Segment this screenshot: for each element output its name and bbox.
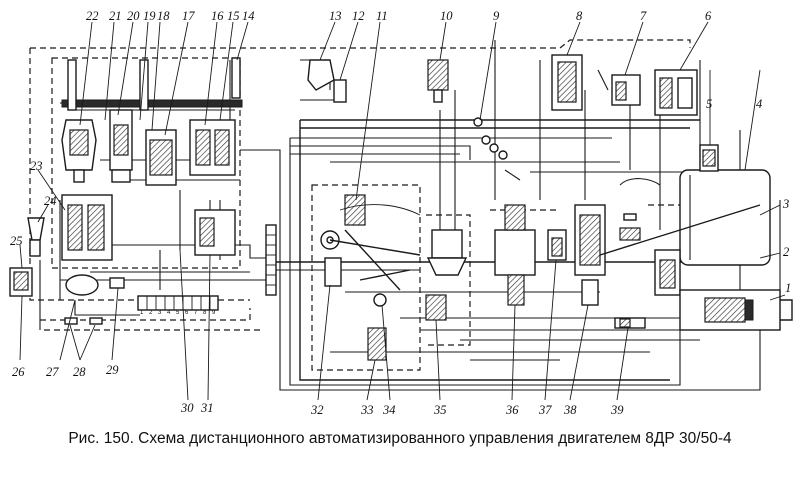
terminal-label: 4 [167,310,171,316]
callout-8: 8 [576,9,583,23]
callout-31: 31 [200,401,214,415]
callout-18: 18 [157,9,170,23]
callout-27: 27 [46,365,59,379]
terminal-label: 9 [212,310,216,316]
control-scheme-diagram: 1 2 3 4 5 6 7 8 9 [9,9,793,417]
callout-29: 29 [106,363,119,377]
callout-11: 11 [376,9,388,23]
callout-numbers: 22 21 20 19 18 17 16 15 14 13 12 11 10 9… [10,9,791,417]
callout-22: 22 [86,9,99,23]
callout-5: 5 [706,97,712,111]
callout-10: 10 [440,9,453,23]
callout-37: 37 [538,403,552,417]
callout-1: 1 [785,281,791,295]
dashed-control-lines [29,39,691,371]
left-control-panel [9,57,243,325]
callout-30: 30 [180,401,194,415]
callout-20: 20 [127,9,140,23]
callout-3: 3 [782,197,789,211]
terminal-label: 6 [185,310,189,316]
callout-26: 26 [12,365,25,379]
callout-13: 13 [329,9,342,23]
callout-9: 9 [493,9,500,23]
callout-15: 15 [227,9,240,23]
callout-38: 38 [563,403,577,417]
terminal-label: 2 [149,310,153,316]
central-components [265,54,698,361]
callout-17: 17 [182,9,195,23]
callout-33: 33 [360,403,374,417]
callout-19: 19 [143,9,156,23]
callout-2: 2 [783,245,789,259]
callout-4: 4 [756,97,762,111]
terminal-label: 7 [194,310,198,316]
terminal-label: 3 [158,310,162,316]
callout-23: 23 [30,159,43,173]
callout-12: 12 [352,9,365,23]
figure-caption: Рис. 150. Схема дистанционного автоматиз… [68,430,732,447]
callout-24: 24 [44,194,57,208]
right-components [599,69,793,331]
piping-network [39,40,781,391]
terminal-label: 5 [176,310,180,316]
callout-25: 25 [10,234,23,248]
callout-32: 32 [310,403,324,417]
terminal-strip: 1 2 3 4 5 6 7 8 9 [137,295,219,316]
callout-39: 39 [610,403,624,417]
callout-36: 36 [505,403,519,417]
callout-21: 21 [109,9,122,23]
leader-lines [19,21,709,401]
callout-35: 35 [433,403,447,417]
callout-14: 14 [242,9,255,23]
callout-7: 7 [640,9,647,23]
callout-6: 6 [705,9,712,23]
callout-16: 16 [211,9,224,23]
terminal-label: 8 [203,310,207,316]
terminal-label: 1 [140,310,144,316]
callout-34: 34 [382,403,396,417]
callout-28: 28 [73,365,86,379]
